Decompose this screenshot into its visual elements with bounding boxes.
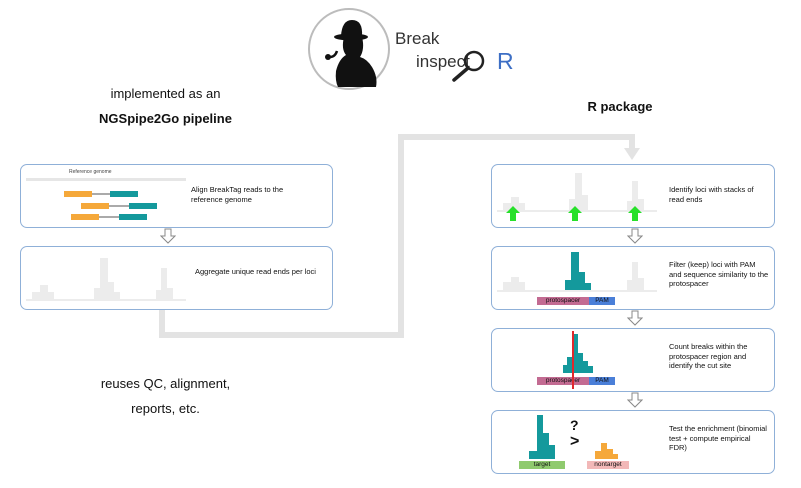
read-ends-histogram	[26, 258, 186, 301]
left-caption-line1: implemented as an	[110, 86, 221, 101]
cut-site-line	[572, 375, 574, 389]
protospacer-label: protospacer	[537, 297, 589, 305]
logo-title-break: Break	[395, 29, 440, 48]
down-arrow-icon	[627, 392, 643, 408]
step-test-enrichment: ? > target nontarget Test the enrichment…	[491, 410, 775, 474]
logo: Break inspect R	[308, 7, 538, 97]
magnifier-icon	[452, 50, 485, 82]
protospacer-label: protospacer	[537, 377, 589, 385]
greater-than-sign: >	[570, 433, 580, 450]
left-footer-line1: reuses QC, alignment,	[100, 376, 231, 391]
step-count-breaks: protospacer PAM Count breaks within the …	[491, 328, 775, 392]
logo-title-inspect: inspect	[416, 52, 470, 71]
step-count-breaks-text: Count breaks within the protospacer regi…	[669, 342, 748, 370]
down-arrow-icon	[627, 228, 643, 244]
filter-histogram	[497, 252, 657, 292]
breaks-histogram	[563, 331, 593, 379]
question-mark: ?	[570, 417, 579, 433]
left-footer-line2: reports, etc.	[131, 401, 200, 416]
up-arrow-icon	[506, 206, 520, 221]
down-arrow-icon	[627, 310, 643, 326]
reads-alignment-graphic	[26, 178, 186, 220]
step-align-reads: Reference genome Align BreakTag reads to…	[20, 164, 333, 228]
step-filter-text: Filter (keep) loci with PAM and sequence…	[669, 260, 769, 288]
nontarget-label: nontarget	[587, 461, 629, 469]
nontarget-histogram	[595, 443, 618, 459]
target-label: target	[519, 461, 565, 469]
right-caption: R package	[587, 99, 653, 114]
step-enrichment-text: Test the enrichment (binomial test + com…	[669, 424, 767, 452]
step-align-reads-text: Align BreakTag reads to the reference ge…	[191, 185, 284, 204]
reference-genome-label: Reference genome	[69, 169, 112, 175]
step-aggregate-text: Aggregate unique read ends per loci	[195, 267, 316, 276]
pam-label: PAM	[589, 297, 615, 305]
down-arrow-icon	[160, 228, 176, 244]
detective-silhouette-icon	[308, 8, 390, 90]
pam-label: PAM	[589, 377, 615, 385]
left-caption-line2: NGSpipe2Go pipeline	[99, 111, 232, 126]
step-identify-loci: Identify loci with stacks of read ends	[491, 164, 775, 228]
step-aggregate-read-ends: Aggregate unique read ends per loci	[20, 246, 333, 310]
up-arrow-icon	[628, 206, 642, 221]
step-filter-loci: protospacer PAM Filter (keep) loci with …	[491, 246, 775, 310]
logo-title-r: R	[497, 48, 514, 74]
step-identify-loci-text: Identify loci with stacks of read ends	[669, 185, 754, 204]
target-histogram	[529, 415, 555, 459]
up-arrow-icon	[568, 206, 582, 221]
